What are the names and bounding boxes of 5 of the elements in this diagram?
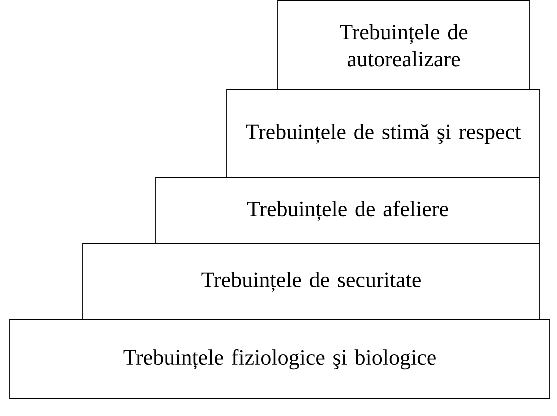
- level-box: Trebuințele fiziologice şi biologice: [10, 320, 550, 400]
- level-box: Trebuințele de afeliere: [156, 178, 540, 244]
- level-box: Trebuințele de securitate: [82, 244, 540, 320]
- level-box: Trebuințele de autorealizare: [278, 0, 530, 90]
- level-box: Trebuințele de stimă şi respect: [226, 90, 540, 178]
